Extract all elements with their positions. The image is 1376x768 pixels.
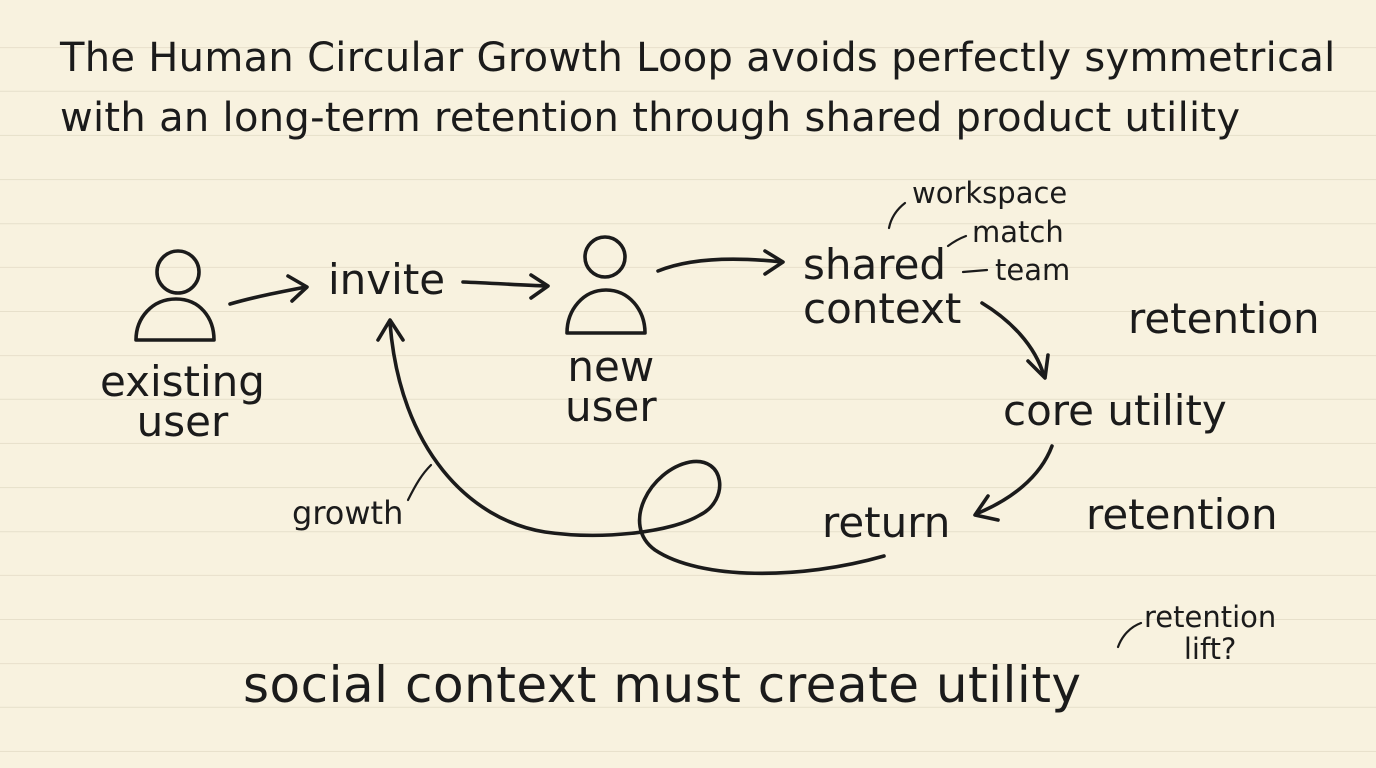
node-shared-context: shared context	[803, 243, 961, 331]
node-existing-user-line-1: existing	[100, 357, 265, 406]
node-new-user-line-1: new	[567, 342, 655, 391]
arrow-existing-to-invite	[228, 274, 309, 306]
node-return: return	[822, 498, 951, 547]
title-line-1: The Human Circular Growth Loop avoids pe…	[60, 35, 1336, 81]
new-user-icon	[565, 235, 647, 335]
arrow-core-utility-to-return	[973, 444, 1054, 522]
annotation-retention-lower: retention	[1086, 490, 1278, 539]
connector-workspace	[887, 201, 907, 230]
arrow-new-user-to-shared-context	[656, 249, 785, 276]
annotation-team: team	[995, 253, 1071, 287]
title-line-2: with an long-term retention through shar…	[60, 95, 1241, 141]
annotation-match: match	[972, 215, 1064, 249]
node-new-user: new user	[565, 342, 657, 431]
node-existing-user: existing user	[100, 357, 265, 446]
connector-growth	[406, 463, 433, 502]
caption: social context must create utility	[243, 656, 1082, 714]
node-shared-context-line-1: shared	[803, 240, 947, 289]
annotation-retention-right: retention	[1128, 294, 1320, 343]
existing-user-icon	[134, 249, 216, 342]
annotation-workspace: workspace	[912, 176, 1068, 210]
annotation-growth: growth	[292, 494, 404, 532]
node-existing-user-line-2: user	[136, 397, 229, 446]
annotation-retention-lift-line-1: retention	[1144, 600, 1277, 634]
arrow-shared-to-core-utility	[980, 301, 1050, 380]
arrow-invite-to-new-user	[461, 273, 550, 300]
annotation-retention-lift: retention lift?	[1144, 601, 1276, 665]
connector-retention-lift	[1116, 621, 1143, 649]
node-core-utility: core utility	[1003, 386, 1227, 435]
node-invite: invite	[328, 255, 446, 304]
connector-team	[961, 268, 989, 274]
annotation-retention-lift-line-2: lift?	[1183, 632, 1237, 666]
node-new-user-line-2: user	[565, 382, 657, 431]
node-shared-context-line-2: context	[803, 284, 962, 333]
